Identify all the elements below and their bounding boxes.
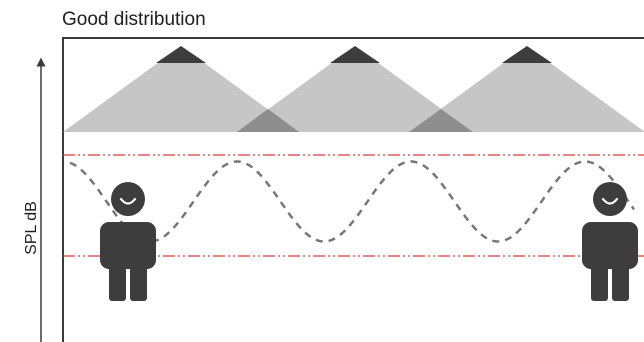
diagram-frame	[62, 37, 644, 342]
speaker-icon	[330, 46, 380, 63]
diagram-title: Good distribution	[62, 9, 206, 30]
person-icon	[582, 182, 638, 301]
coverage-cone-2	[237, 46, 473, 132]
cone-overlap-2	[409, 109, 473, 132]
coverage-cone-3	[409, 46, 644, 132]
speaker-icon	[502, 46, 552, 63]
spl-wave	[69, 160, 636, 243]
speaker-icon	[156, 46, 206, 63]
coverage-cone-1	[63, 46, 299, 132]
person-icon	[100, 182, 156, 301]
cone-overlap-1	[237, 109, 299, 132]
